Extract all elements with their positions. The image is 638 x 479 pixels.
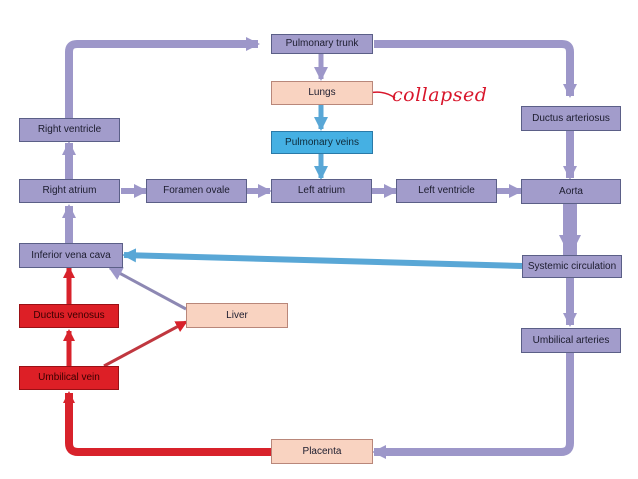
node-right-atrium: Right atrium — [19, 179, 120, 203]
arrow-liver-to-inferior-vena-cava — [108, 266, 187, 311]
annotation-collapsed: collapsed — [392, 84, 488, 106]
arrow-systemic-circulation-to-inferior-vena-cava — [122, 248, 523, 269]
node-ductus-arteriosus: Ductus arteriosus — [521, 106, 621, 131]
arrow-umbilical-vein-to-liver — [103, 320, 188, 368]
node-liver: Liver — [186, 303, 288, 328]
node-right-ventricle: Right ventricle — [19, 118, 120, 142]
arrow-umbilical-arteries-to-placenta — [372, 353, 574, 459]
node-aorta: Aorta — [521, 179, 621, 204]
node-pulmonary-veins: Pulmonary veins — [271, 131, 373, 154]
arrow-placenta-to-umbilical-vein — [63, 391, 271, 456]
node-placenta: Placenta — [271, 439, 373, 464]
node-left-atrium: Left atrium — [271, 179, 372, 203]
node-left-ventricle: Left ventricle — [396, 179, 497, 203]
node-ductus-venosus: Ductus venosus — [19, 304, 119, 328]
node-pulmonary-trunk: Pulmonary trunk — [271, 34, 373, 54]
node-umbilical-arteries: Umbilical arteries — [521, 328, 621, 353]
node-systemic-circulation: Systemic circulation — [522, 255, 622, 278]
node-inferior-vena-cava: Inferior vena cava — [19, 243, 123, 268]
arrow-pulmonary-trunk-to-ductus-arteriosus — [374, 40, 577, 98]
arrow-right-ventricle-to-pulmonary-trunk — [65, 37, 260, 118]
node-umbilical-vein: Umbilical vein — [19, 366, 119, 390]
node-foramen-ovale: Foramen ovale — [146, 179, 247, 203]
node-lungs: Lungs — [271, 81, 373, 105]
